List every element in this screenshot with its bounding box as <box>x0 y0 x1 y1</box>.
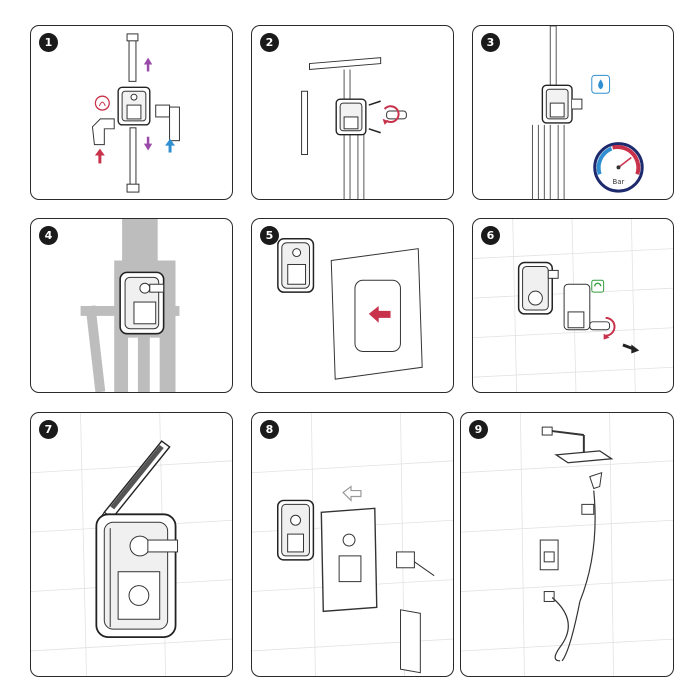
hand-shower-icon <box>589 471 603 490</box>
step-5-number: 5 <box>260 226 279 245</box>
step-8-panel: 8 <box>251 412 454 677</box>
step-9-number: 9 <box>469 420 488 439</box>
step-6-number: 6 <box>481 226 500 245</box>
rain-shower-head-icon <box>554 450 614 464</box>
pull-out-arrow-icon <box>622 343 640 354</box>
return-arrow-up-icon <box>143 57 153 72</box>
return-arrow-down-icon <box>143 136 153 151</box>
step-8-illustration <box>252 413 453 676</box>
step-1-number: 1 <box>39 33 58 52</box>
cold-arrow-icon <box>165 138 175 153</box>
step-8-number: 8 <box>260 420 279 439</box>
insert-arrow-icon <box>368 305 391 323</box>
gauge-unit-label: Bar <box>613 178 625 186</box>
step-4-panel: 4 <box>30 218 233 393</box>
step-1-illustration <box>91 33 180 193</box>
pressure-gauge-icon: Bar <box>593 142 644 193</box>
rotate-arrow-icon <box>383 105 400 124</box>
step-2-panel: 2 <box>251 25 454 200</box>
step-2-number: 2 <box>260 33 279 52</box>
step-9-illustration <box>461 413 673 676</box>
step-5-panel: 5 <box>251 218 454 393</box>
step-4-number: 4 <box>39 226 58 245</box>
step-1-panel: 1 <box>30 25 233 200</box>
unscrew-arrow-icon <box>605 316 616 337</box>
push-arrow-icon <box>342 485 362 502</box>
step-6-panel: 6 <box>472 218 674 393</box>
hot-arrow-icon <box>94 148 105 164</box>
eco-recycle-icon <box>591 279 605 293</box>
step-3-illustration: Bar <box>531 26 644 199</box>
step-4-illustration <box>80 219 180 392</box>
step-7-illustration <box>31 413 232 676</box>
step-9-panel: 9 <box>460 412 674 677</box>
step-3-panel: 3 Bar <box>472 25 674 200</box>
step-2-illustration <box>301 57 407 199</box>
step-7-number: 7 <box>39 420 58 439</box>
step-3-number: 3 <box>481 33 500 52</box>
step-6-illustration <box>473 219 673 392</box>
step-5-illustration <box>277 238 423 380</box>
hot-water-icon <box>94 95 110 111</box>
step-7-panel: 7 <box>30 412 233 677</box>
